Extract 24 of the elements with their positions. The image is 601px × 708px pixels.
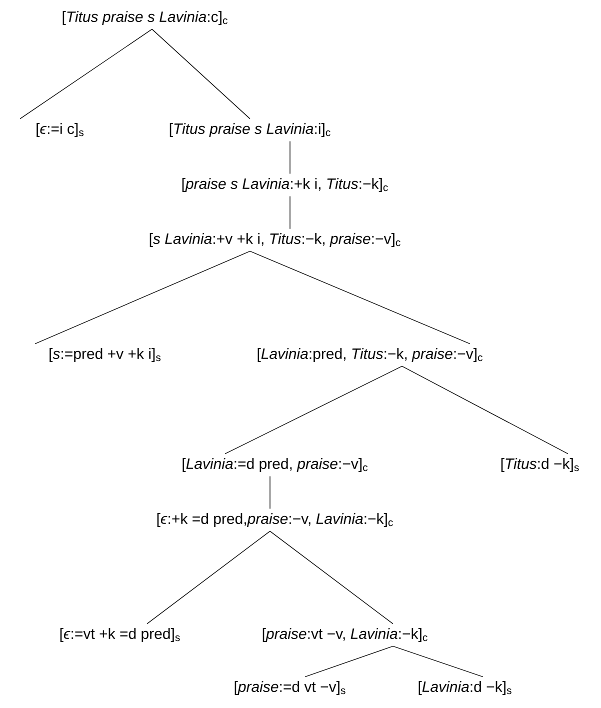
feature-label: [Titus praise s Lavinia:i]$_{c}$ <box>170 123 330 137</box>
tree-branch <box>224 366 402 454</box>
feature-label: [s Lavinia:+v +k i, Titus:−k, praise:−v]$_{c}$ <box>150 233 400 247</box>
tree-branch <box>270 530 394 624</box>
feature-label: [praise:vt −v, Lavinia:−k]$_{c}$ <box>262 628 428 642</box>
tree-branch <box>304 646 394 678</box>
feature-label: [Lavinia:d −k]$_{s}$ <box>418 681 512 695</box>
feature-label: [praise s Lavinia:+k i, Titus:−k]$_{c}$ <box>182 178 388 192</box>
feature-label: [Lavinia:=d pred, praise:−v]$_{c}$ <box>182 458 368 472</box>
tree-branch <box>20 28 152 120</box>
tree-branch <box>402 366 568 454</box>
tree-branch <box>146 530 270 624</box>
feature-label: [praise:=d vt −v]$_{s}$ <box>234 681 346 695</box>
feature-label: [Titus praise s Lavinia:c]$_{c}$ <box>62 11 228 25</box>
tree-branch <box>34 250 250 344</box>
tree-branch <box>152 28 250 120</box>
tree-branch <box>250 250 470 344</box>
tree-branch <box>392 646 484 678</box>
feature-label: [s:=pred +v +k i]$_{s}$ <box>50 348 161 362</box>
feature-label: [Titus:d −k]$_{s}$ <box>501 458 579 472</box>
feature-label: [ϵ:+k =d pred,praise:−v, Lavinia:−k]$_{c}$ <box>157 513 393 527</box>
feature-label: [ϵ:=vt +k =d pred]$_{s}$ <box>60 628 180 642</box>
feature-label: [ϵ:=i c]$_{s}$ <box>36 123 84 137</box>
feature-label: [Lavinia:pred, Titus:−k, praise:−v]$_{c}$ <box>258 348 482 362</box>
